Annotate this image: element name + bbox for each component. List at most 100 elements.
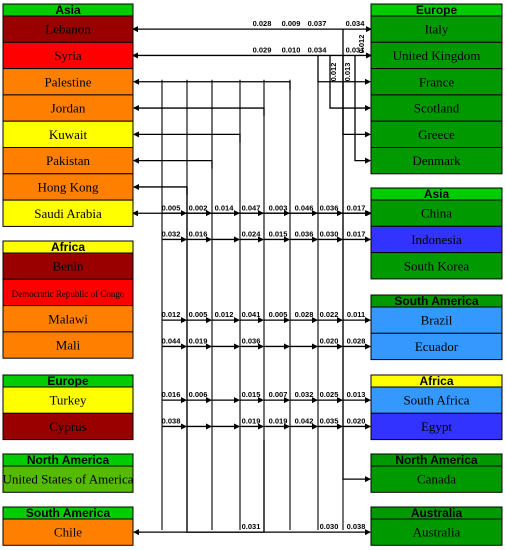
connector-value: 0.005 — [162, 203, 181, 212]
connector-value: 0.007 — [269, 390, 288, 399]
country-box-france — [370, 68, 503, 96]
country-label-egypt: Egypt — [421, 419, 452, 434]
connector-value-vertical: 0.012 — [357, 35, 366, 54]
connector-value: 0.013 — [347, 390, 366, 399]
connector-value: 0.015 — [242, 390, 261, 399]
africa-right-header: Africa — [419, 374, 453, 388]
connector-value: 0.009 — [282, 19, 301, 28]
country-box-hong-kong — [2, 173, 134, 201]
return-arrow-pakistan — [133, 157, 213, 169]
connector-value: 0.041 — [242, 310, 261, 319]
connector-value: 0.024 — [242, 229, 262, 238]
connector-value: 0.034 — [346, 19, 366, 28]
country-box-cyprus — [2, 412, 134, 441]
north-america-right-header: North America — [395, 453, 478, 467]
country-box-australia — [370, 518, 503, 546]
country-box-turkey — [2, 386, 134, 414]
connector-value: 0.028 — [295, 310, 314, 319]
country-label-palestine: Palestine — [45, 74, 92, 89]
connector-value: 0.003 — [269, 203, 288, 212]
country-box-syria — [2, 41, 134, 70]
country-box-kuwait — [2, 120, 134, 148]
connector-value: 0.030 — [320, 522, 339, 531]
connector-value: 0.019 — [269, 416, 288, 425]
country-label-chile: Chile — [54, 525, 82, 540]
north-america-left-header: North America — [27, 453, 110, 467]
country-label-syria: Syria — [54, 48, 82, 63]
country-label-democratic-republic-of-congo: Democratic Republic of Congo — [12, 289, 125, 299]
australia-right-header: Australia — [411, 506, 463, 520]
connector-value: 0.022 — [320, 310, 339, 319]
country-box-south-korea — [370, 252, 503, 280]
connector-value: 0.047 — [242, 203, 261, 212]
connector-value: 0.012 — [162, 310, 181, 319]
connector-value: 0.016 — [189, 229, 208, 238]
connector-value: 0.032 — [295, 390, 314, 399]
connector-value: 0.036 — [242, 336, 261, 345]
return-arrow-chile — [133, 440, 265, 536]
connector-value: 0.011 — [347, 310, 365, 319]
country-box-saudi-arabia — [2, 199, 134, 227]
country-label-united-kingdom: United Kingdom — [393, 48, 481, 63]
country-label-jordan: Jordan — [51, 101, 86, 116]
connector-value: 0.029 — [253, 45, 272, 54]
asia-left-header: Asia — [55, 3, 81, 17]
connector-value: 0.035 — [320, 416, 339, 425]
country-box-palestine — [2, 68, 134, 96]
south-america-left-header: South America — [26, 506, 111, 520]
connector-value: 0.028 — [347, 336, 366, 345]
connector-value: 0.020 — [347, 416, 366, 425]
europe-right-header: Europe — [416, 3, 458, 17]
country-box-mali — [2, 331, 134, 359]
connector-value: 0.025 — [320, 390, 339, 399]
country-box-united-states-of-america — [2, 465, 134, 493]
country-label-malawi: Malawi — [48, 311, 88, 326]
return-arrow-hong-kong — [133, 183, 188, 195]
connector-lines — [132, 26, 372, 536]
return-arrow-kuwait — [133, 131, 241, 143]
connector-value: 0.031 — [242, 522, 261, 531]
connector-value: 0.034 — [308, 45, 328, 54]
country-box-jordan — [2, 94, 134, 122]
connector-value: 0.017 — [347, 229, 366, 238]
connector-value-vertical: 0.012 — [329, 63, 338, 82]
asia-right-header: Asia — [424, 187, 450, 201]
asia-left-group: AsiaLebanonSyriaPalestineJordanKuwaitPak… — [2, 3, 134, 227]
country-box-chile — [2, 518, 134, 546]
connector-value: 0.030 — [320, 229, 339, 238]
country-label-indonesia: Indonesia — [411, 232, 462, 247]
connector-value: 0.002 — [189, 203, 208, 212]
country-label-hong-kong: Hong Kong — [37, 179, 99, 194]
country-label-kuwait: Kuwait — [49, 127, 88, 142]
connector-value: 0.037 — [308, 19, 327, 28]
connector-value: 0.036 — [295, 229, 314, 238]
connector-value: 0.042 — [295, 416, 314, 425]
country-box-lebanon — [2, 15, 134, 43]
country-label-pakistan: Pakistan — [46, 153, 91, 168]
country-label-united-states-of-america: United States of America — [2, 472, 133, 487]
country-label-mali: Mali — [56, 338, 81, 353]
country-label-greece: Greece — [418, 127, 455, 142]
country-label-benin: Benin — [52, 259, 84, 274]
branch-to-canada — [342, 29, 371, 483]
branch-to-scotland — [329, 55, 371, 112]
connector-value: 0.044 — [162, 336, 182, 345]
branch-to-france — [317, 55, 371, 85]
branch-to-denmark — [354, 55, 371, 164]
country-box-scotland — [370, 94, 503, 122]
connector-value: 0.036 — [320, 203, 339, 212]
country-label-canada: Canada — [417, 472, 456, 487]
africa-left-header: Africa — [51, 240, 85, 254]
connector-value: 0.012 — [215, 310, 234, 319]
country-box-greece — [370, 120, 503, 148]
connector-value: 0.038 — [347, 522, 366, 531]
